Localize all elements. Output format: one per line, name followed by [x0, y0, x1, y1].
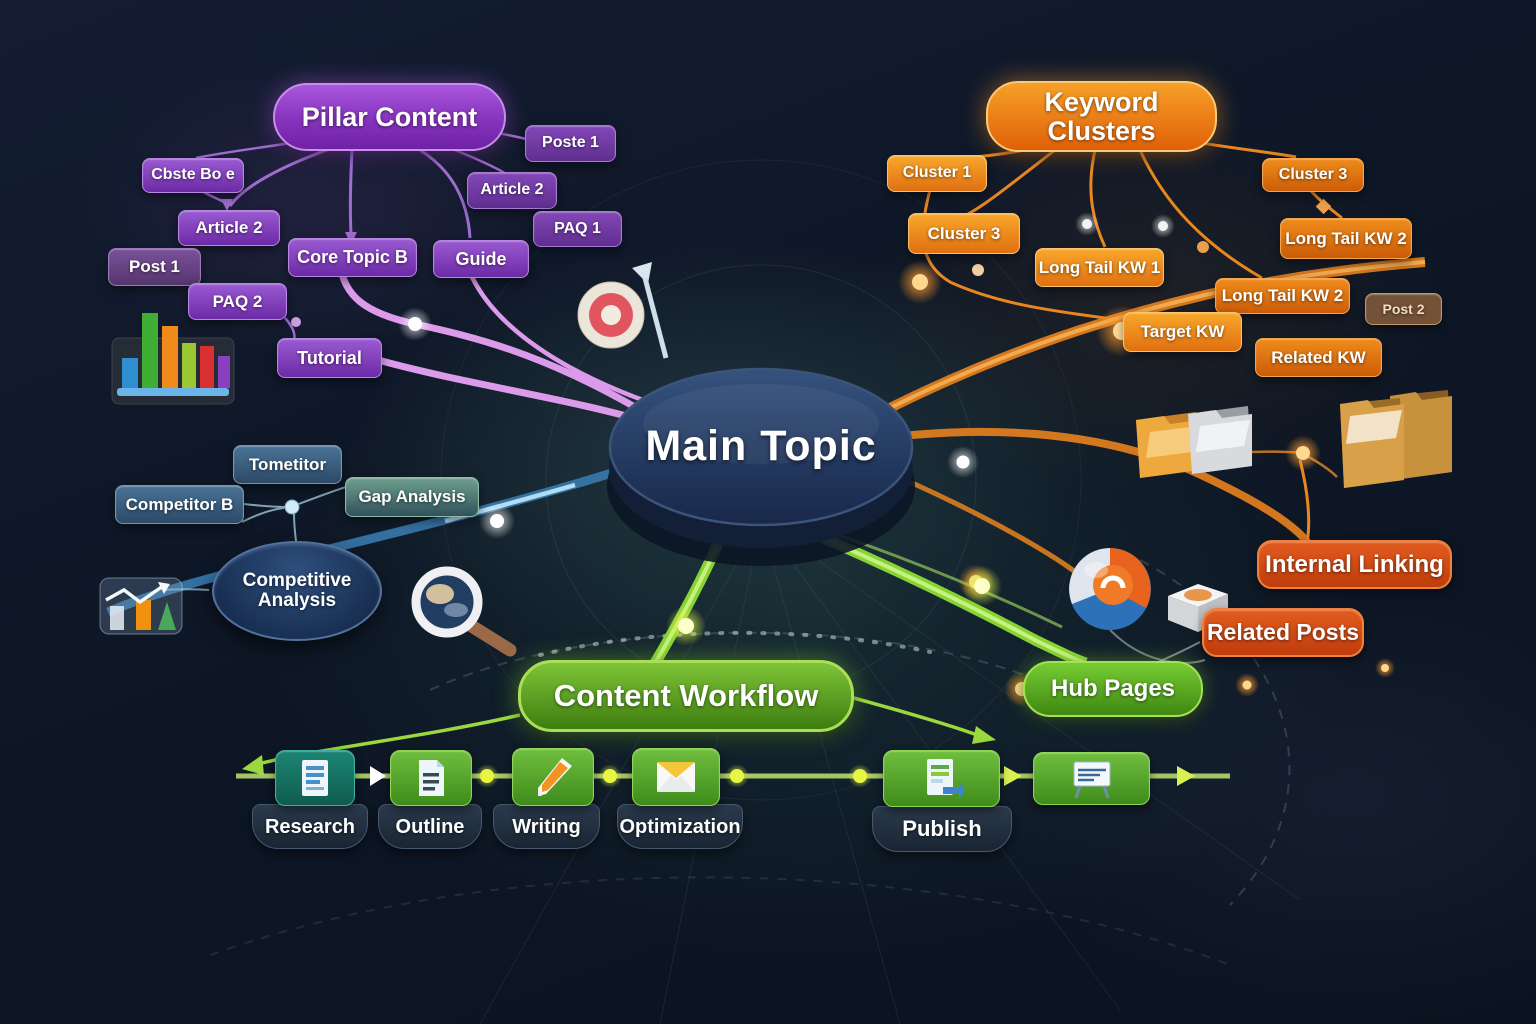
- node-keyword-clusters: Keyword Clusters: [986, 81, 1217, 152]
- node-label: Article 2: [195, 218, 263, 238]
- node-label: Core Topic B: [297, 247, 408, 268]
- node-label: Cbste Bo e: [151, 166, 235, 184]
- node-paq-1: PAQ 1: [533, 211, 622, 247]
- purple-bead: [291, 317, 301, 327]
- node-related-posts: Related Posts: [1202, 608, 1364, 657]
- node-long-tail-kw-2-mid: Long Tail KW 2: [1215, 278, 1350, 314]
- node-post-2: Post 2: [1365, 293, 1442, 325]
- document-icon: [302, 760, 328, 796]
- node-label: Tutorial: [297, 347, 362, 368]
- pie-sphere-icon: [1069, 548, 1151, 630]
- node-content-workflow: Content Workflow: [518, 660, 854, 732]
- workflow-step-publish: [883, 750, 1000, 807]
- outline-document-icon: [419, 760, 444, 796]
- node-guide: Guide: [433, 240, 529, 278]
- main-topic-disc: [607, 367, 915, 566]
- step-label: Outline: [395, 816, 465, 838]
- magnifier-icon: [411, 566, 517, 657]
- workflow-step-writing: [512, 748, 594, 806]
- node-competitive-analysis: Competitive Analysis: [212, 541, 382, 641]
- node-label: Article 2: [480, 181, 544, 199]
- node-hub-pages: Hub Pages: [1023, 661, 1203, 717]
- workflow-step-outline: [390, 750, 472, 806]
- node-cbste-bo: Cbste Bo e: [142, 158, 244, 193]
- folder-pair-icon: [1340, 390, 1452, 488]
- node-label: Long Tail KW 2: [1285, 228, 1407, 248]
- node-article-2-left: Article 2: [178, 210, 280, 246]
- node-pillar-content: Pillar Content: [273, 83, 506, 151]
- green-arrowhead: [972, 726, 996, 744]
- competitive-analysis-label: Competitive Analysis: [242, 570, 352, 611]
- glow-nodes: [398, 198, 1395, 788]
- node-label: Competitor B: [125, 494, 234, 514]
- step-label: Research: [264, 816, 356, 838]
- workflow-label-publish: Publish: [872, 806, 1012, 852]
- workflow-label-writing: Writing: [493, 804, 600, 849]
- target-icon: [577, 262, 669, 359]
- workflow-label-research: Research: [252, 804, 368, 849]
- node-label: Long Tail KW 2: [1221, 286, 1344, 306]
- node-label: Tometitor: [248, 454, 327, 474]
- node-core-topic-b: Core Topic B: [288, 238, 417, 277]
- node-competitor-b: Competitor B: [115, 485, 244, 524]
- node-label: Cluster 3: [927, 223, 1001, 243]
- node-label: Related KW: [1271, 347, 1366, 367]
- node-label: Related Posts: [1206, 619, 1360, 646]
- node-internal-linking: Internal Linking: [1257, 540, 1452, 589]
- workflow-step-research: [275, 750, 355, 806]
- node-label: Cluster 1: [902, 164, 972, 182]
- envelope-icon: [657, 762, 695, 792]
- node-cluster-3-left: Cluster 3: [908, 213, 1020, 254]
- publish-document-icon: [926, 758, 965, 799]
- node-label: Post 1: [128, 257, 181, 277]
- node-label: Post 2: [1382, 300, 1425, 317]
- node-paq-2: PAQ 2: [188, 283, 287, 320]
- node-label: Cluster 3: [1278, 165, 1348, 183]
- node-related-kw: Related KW: [1255, 338, 1382, 377]
- purple-arrowhead: [221, 199, 233, 211]
- workflow-label-outline: Outline: [378, 804, 482, 849]
- stats-icon: [99, 577, 183, 635]
- node-label: Internal Linking: [1265, 550, 1444, 578]
- node-label: Guide: [455, 248, 507, 269]
- node-label: PAQ 2: [212, 291, 263, 311]
- workflow-step-optimization: [632, 748, 720, 806]
- node-label: Gap Analysis: [358, 487, 466, 507]
- content-workflow-label: Content Workflow: [553, 677, 819, 713]
- pillar-content-label: Pillar Content: [301, 101, 478, 132]
- workflow-label-optimization: Optimization: [617, 804, 743, 849]
- orange-branch-lines: [921, 140, 1343, 544]
- dotted-arc: [538, 630, 932, 657]
- green-arrowhead: [242, 755, 264, 775]
- node-cluster-3-right: Cluster 3: [1262, 158, 1364, 192]
- node-long-tail-kw-2-right: Long Tail KW 2: [1280, 218, 1412, 259]
- node-post-1: Post 1: [108, 248, 201, 286]
- node-long-tail-kw-1: Long Tail KW 1: [1035, 248, 1164, 287]
- whiteboard-icon: [1073, 761, 1110, 798]
- node-cluster-1: Cluster 1: [887, 155, 987, 192]
- step-label: Writing: [512, 816, 581, 838]
- node-target-kw: Target KW: [1123, 312, 1242, 352]
- workflow-step-extra: [1033, 752, 1150, 805]
- step-label: Publish: [902, 816, 982, 841]
- node-label: PAQ 1: [554, 219, 601, 237]
- purple-branch-lines: [195, 126, 531, 342]
- main-topic-label: Main Topic: [645, 422, 877, 470]
- node-main-topic: Main Topic: [611, 422, 911, 471]
- bar-chart-icon: [111, 313, 235, 405]
- step-label: Optimization: [619, 816, 741, 838]
- node-tutorial: Tutorial: [277, 338, 382, 378]
- node-gap-analysis: Gap Analysis: [345, 477, 479, 517]
- folder-pair-icon: [1136, 406, 1252, 478]
- node-article-2-right: Article 2: [467, 172, 557, 209]
- hub-pages-label: Hub Pages: [1050, 675, 1176, 703]
- pencil-icon: [538, 758, 572, 796]
- node-label: Target KW: [1140, 322, 1225, 342]
- node-label: Long Tail KW 1: [1038, 257, 1161, 277]
- node-label: Poste 1: [542, 134, 599, 152]
- node-poste-1: Poste 1: [525, 125, 616, 162]
- keyword-clusters-label: Keyword Clusters: [1044, 87, 1159, 146]
- node-tometitor: Tometitor: [233, 445, 342, 484]
